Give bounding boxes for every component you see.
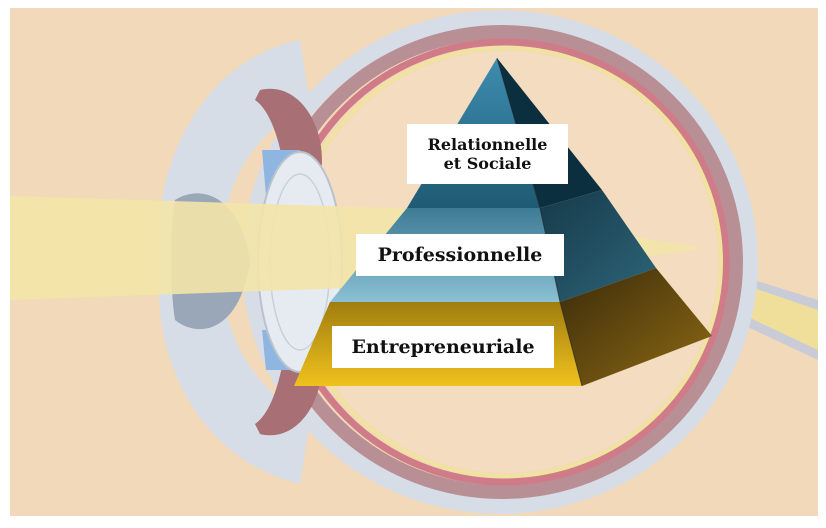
pyramid-label-top-line2: et Sociale bbox=[443, 154, 532, 173]
pyramid-label-relationnelle: Relationnelle et Sociale bbox=[407, 124, 568, 184]
pyramid-label-entrepreneuriale: Entrepreneuriale bbox=[332, 326, 554, 368]
pyramid-middle-side bbox=[540, 190, 656, 302]
pyramid-bottom-side bbox=[560, 268, 712, 386]
pyramid-label-top-line1: Relationnelle bbox=[427, 134, 548, 154]
cornea bbox=[158, 40, 310, 484]
pyramid-label-bottom-text: Entrepreneuriale bbox=[351, 335, 535, 358]
pyramid-label-middle-text: Professionnelle bbox=[377, 243, 543, 266]
pyramid-label-professionnelle: Professionnelle bbox=[356, 234, 564, 276]
